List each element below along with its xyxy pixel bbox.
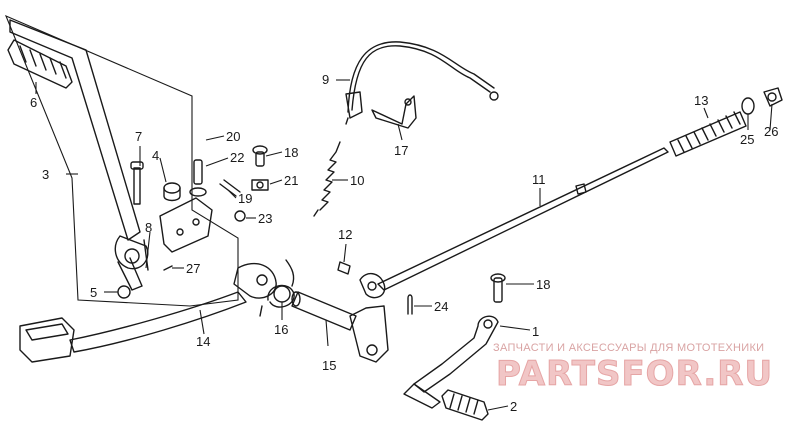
pin-12 [337, 261, 351, 275]
brake-rod-11 [359, 147, 669, 299]
cotter-pin-24 [407, 294, 413, 315]
kick-starter-rubber [7, 39, 73, 89]
part-label-27: 27 [186, 261, 200, 276]
part-label-7: 7 [135, 129, 142, 144]
nut-25-joint-26 [741, 87, 783, 115]
part-label-5: 5 [90, 285, 97, 300]
shift-rubber-2 [441, 389, 489, 421]
part-label-17: 17 [394, 143, 408, 158]
watermark-tagline: ЗАПЧАСТИ И АКСЕССУАРЫ ДЛЯ МОТОТЕХНИКИ [493, 342, 764, 354]
adjuster-13 [669, 111, 747, 157]
watermark-logo: PARTSFOR.RU [496, 354, 773, 394]
brake-pedal [19, 263, 277, 363]
part-label-12: 12 [338, 227, 352, 242]
part-label-19: 19 [238, 191, 252, 206]
part-label-1: 1 [532, 324, 539, 339]
part-label-10: 10 [350, 173, 364, 188]
part-label-18a: 18 [284, 145, 298, 160]
part-label-16: 16 [274, 322, 288, 337]
part-label-14: 14 [196, 334, 210, 349]
part-label-2: 2 [510, 399, 517, 414]
part-label-25: 25 [740, 132, 754, 147]
speedo-cable-9 [345, 41, 499, 125]
spacer-4 [163, 182, 181, 202]
part-label-4: 4 [152, 148, 159, 163]
mounting-plate [159, 197, 213, 253]
part-label-13: 13 [694, 93, 708, 108]
part-label-24: 24 [434, 299, 448, 314]
part-label-20: 20 [226, 129, 240, 144]
part-label-26: 26 [764, 124, 778, 139]
shift-lever [403, 273, 506, 409]
part-label-18b: 18 [536, 277, 550, 292]
part-label-15: 15 [322, 358, 336, 373]
watermark: ЗАПЧАСТИ И АКСЕССУАРЫ ДЛЯ МОТОТЕХНИКИ PA… [493, 342, 773, 395]
part-label-8: 8 [145, 220, 152, 235]
part-label-21: 21 [284, 173, 298, 188]
leader-lines [35, 79, 773, 411]
part-label-3: 3 [42, 167, 49, 182]
part-label-22: 22 [230, 150, 244, 165]
part-label-9: 9 [322, 72, 329, 87]
return-spring-16 [259, 259, 295, 317]
part-label-11: 11 [532, 172, 546, 187]
kick-starter-arm [4, 14, 239, 307]
spring-10 [313, 141, 341, 217]
part-label-6: 6 [30, 95, 37, 110]
bracket-17 [371, 95, 417, 129]
pivot-shaft-15 [291, 291, 389, 363]
part-labels: 6 3 7 4 8 5 27 20 22 18 21 19 23 9 10 17… [30, 72, 778, 414]
part-label-23: 23 [258, 211, 272, 226]
pinch-bolt-7 [130, 161, 144, 205]
